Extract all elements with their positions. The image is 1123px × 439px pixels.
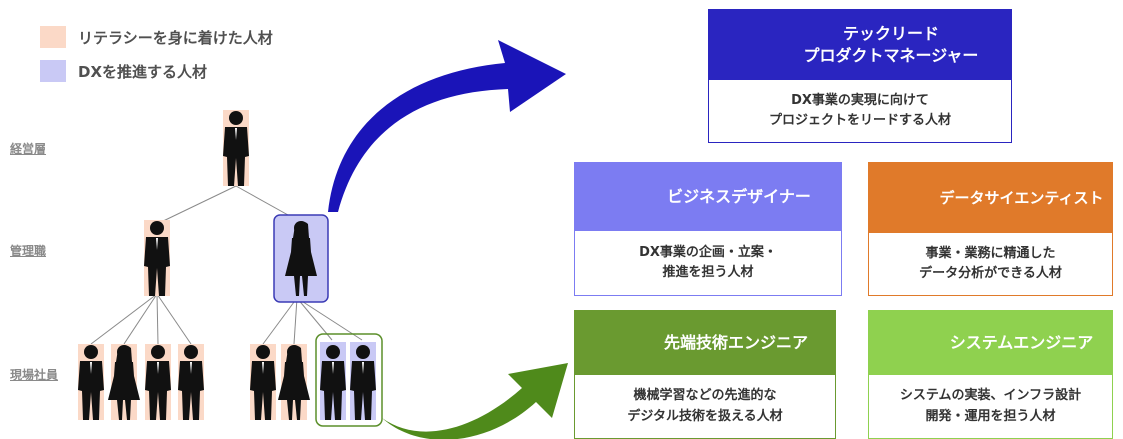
staff-dx-frame: [315, 333, 383, 427]
card-data-scientist-body: 事業・業務に精通した データ分析ができる人材: [869, 233, 1112, 295]
card-tech-lead-title-line2: プロダクトマネージャー: [803, 46, 979, 65]
legend-literacy: リテラシーを身に着けた人材: [40, 26, 273, 48]
legend-label-dx: DXを推進する人材: [78, 62, 208, 81]
card-business-designer-header: ビジネスデザイナー: [575, 163, 841, 231]
card-tech-lead-header: テックリード プロダクトマネージャー: [709, 10, 1011, 80]
card-business-designer-title: ビジネスデザイナー: [667, 187, 811, 207]
card-tech-lead-avatar: [715, 17, 771, 73]
card-system-engineer-avatar: [875, 315, 931, 371]
card-system-engineer-desc-line1: システムの実装、インフラ設計: [899, 388, 1082, 404]
card-data-scientist-desc-line2: データ分析ができる人材: [919, 266, 1062, 281]
legend-label-literacy: リテラシーを身に着けた人材: [78, 28, 273, 47]
card-data-scientist: データサイエンティスト 事業・業務に精通した データ分析ができる人材: [868, 162, 1113, 296]
card-system-engineer: システムエンジニア システムの実装、インフラ設計 開発・運用を担う人材: [868, 310, 1113, 439]
green-arrow: [382, 363, 568, 439]
card-tech-lead-title-line1: テックリード: [842, 24, 939, 44]
card-advanced-engineer-desc-line2: デジタル技術を扱える人材: [627, 408, 783, 424]
card-business-designer-desc-line2: 推進を担う人材: [662, 265, 754, 280]
blue-arrow: [328, 40, 566, 212]
card-business-designer-desc-line1: DX事業の企画・立案・: [639, 244, 777, 260]
card-data-scientist-desc-line1: 事業・業務に精通した: [925, 245, 1056, 261]
card-tech-lead-desc-line1: DX事業の実現に向けて: [791, 92, 929, 108]
card-tech-lead: テックリード プロダクトマネージャー DX事業の実現に向けて プロジェクトをリー…: [708, 9, 1012, 143]
card-tech-lead-desc-line2: プロジェクトをリードする人材: [768, 113, 951, 128]
level-label-manager: 管理職: [10, 244, 47, 258]
level-label-staff: 現場社員: [10, 368, 59, 382]
legend-dx: DXを推進する人材: [40, 60, 207, 82]
card-tech-lead-body: DX事業の実現に向けて プロジェクトをリードする人材: [709, 80, 1011, 142]
card-system-engineer-desc-line2: 開発・運用を担う人材: [925, 408, 1056, 424]
card-business-designer: ビジネスデザイナー DX事業の企画・立案・ 推進を担う人材: [574, 162, 842, 296]
card-data-scientist-avatar: [875, 170, 931, 226]
card-advanced-engineer-body: 機械学習などの先進的な デジタル技術を扱える人材: [575, 375, 835, 438]
card-advanced-engineer-desc-line1: 機械学習などの先進的な: [633, 388, 777, 404]
legend-swatch-dx: [40, 60, 66, 82]
card-advanced-engineer: 先端技術エンジニア 機械学習などの先進的な デジタル技術を扱える人材: [574, 310, 836, 439]
card-system-engineer-body: システムの実装、インフラ設計 開発・運用を担う人材: [869, 375, 1112, 438]
card-business-designer-avatar: [581, 169, 637, 225]
card-tech-lead-title: テックリード プロダクトマネージャー: [771, 23, 1011, 66]
legend-swatch-literacy: [40, 26, 66, 48]
card-system-engineer-title: システムエンジニア: [949, 333, 1094, 353]
card-advanced-engineer-avatar: [581, 315, 637, 371]
card-business-designer-body: DX事業の企画・立案・ 推進を担う人材: [575, 231, 841, 295]
card-data-scientist-title: データサイエンティスト: [939, 188, 1104, 207]
card-advanced-engineer-header: 先端技術エンジニア: [575, 311, 835, 375]
card-data-scientist-header: データサイエンティスト: [869, 163, 1112, 233]
card-system-engineer-header: システムエンジニア: [869, 311, 1112, 375]
card-advanced-engineer-title: 先端技術エンジニア: [663, 333, 808, 353]
level-label-executive: 経営層: [10, 142, 47, 156]
